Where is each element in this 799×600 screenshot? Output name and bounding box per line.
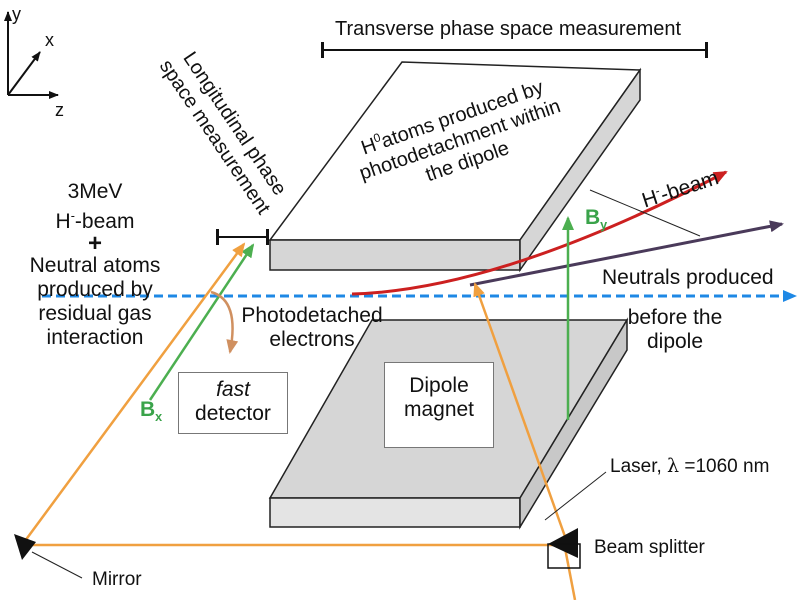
detector-line1: fast (216, 378, 250, 401)
neutral-line3: residual gas (38, 302, 152, 325)
mirror-label: Mirror (92, 569, 142, 590)
laser-label: Laser, λ =1060 nm (610, 454, 769, 479)
beam-energy-label: 3MeV (67, 180, 123, 203)
neutrals-label-rest: before the dipole (620, 306, 730, 354)
mirror-leader-line (31, 551, 83, 579)
hminus-suffix: -beam (74, 210, 135, 233)
h0-leader-line (589, 189, 701, 237)
dipole-magnet-box (384, 362, 494, 448)
by-sub: y (600, 218, 608, 233)
laser-leader-line (544, 471, 607, 521)
plus-symbol: + (87, 230, 102, 257)
laser-suffix: =1060 nm (679, 456, 770, 477)
bx-letter: B (140, 398, 156, 421)
fast-detector-label: fast detector (178, 378, 288, 426)
h-minus-beam-line (351, 170, 728, 296)
neutral-atoms-label: Neutral atoms (29, 254, 161, 277)
laser-prefix: Laser, (610, 456, 668, 477)
upper-magnet-pole (268, 61, 642, 273)
y-axis-label: y (12, 4, 21, 24)
beam-splitter-icon (547, 528, 581, 569)
transverse-title: Transverse phase space measurement (335, 18, 682, 40)
z-axis-label: z (55, 100, 64, 120)
bx-label: Bx (140, 398, 162, 429)
by-letter: B (585, 206, 601, 229)
coordinate-axes (3, 11, 59, 99)
dipole-magnet-label: Dipole magnet (384, 374, 494, 422)
hminus-sup: - (70, 209, 75, 223)
dipole-line1: Dipole (409, 374, 469, 397)
bx-sub: x (155, 410, 163, 425)
hminus-h: H (55, 210, 71, 233)
photodetached-line2: electrons (269, 328, 355, 351)
neutral-line4: interaction (46, 326, 144, 349)
dipole-line2: magnet (403, 398, 475, 421)
x-axis-label: x (45, 30, 54, 50)
electron-deflection-arrow (210, 290, 239, 354)
bx-field-arrow (148, 243, 255, 401)
lambda-symbol: λ (667, 455, 680, 477)
fast-detector-box (178, 372, 288, 434)
beam-description: 3MeV H--beam + Neutral atoms produced by… (20, 180, 170, 350)
mirror-icon (14, 534, 36, 560)
h0-beam-line (469, 220, 784, 287)
neutral-line2: produced by (37, 278, 153, 301)
neutrals-line3: dipole (646, 330, 704, 353)
by-label: By (585, 206, 607, 237)
beam-splitter-label: Beam splitter (594, 537, 705, 558)
detector-line2: detector (195, 402, 271, 425)
photodetached-line1: Photodetached (241, 304, 383, 327)
photodetached-label: Photodetached electrons (232, 304, 392, 352)
hminus-beam-label: H--beam (20, 204, 170, 234)
neutrals-line2: before the (627, 306, 723, 329)
neutrals-label-line1: Neutrals produced (602, 266, 774, 289)
